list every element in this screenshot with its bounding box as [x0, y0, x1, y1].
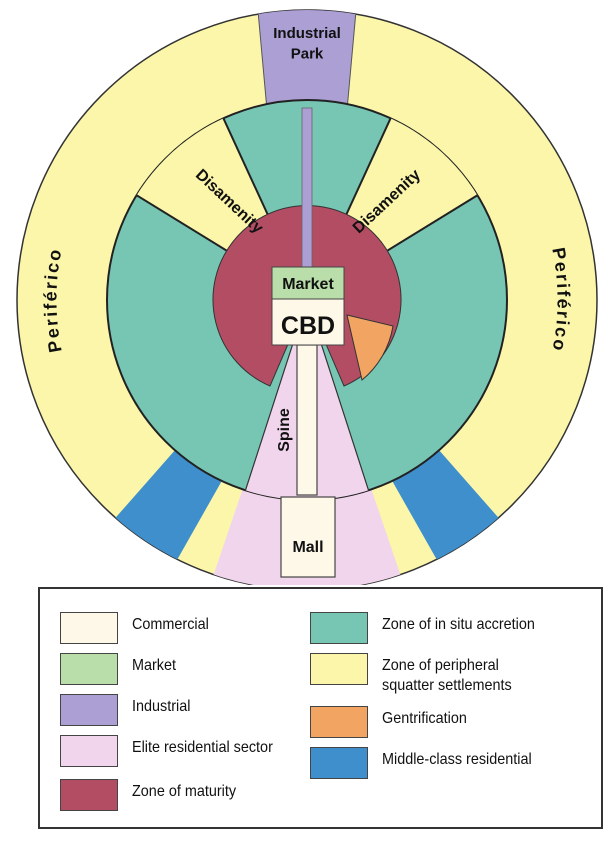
legend-swatch: [60, 735, 118, 767]
legend-swatch: [310, 706, 368, 738]
legend-label: Middle-class residential: [382, 751, 532, 768]
cbd-label: CBD: [281, 312, 335, 340]
industrial-corridor: [301, 107, 313, 269]
legend-label: Zone of maturity: [132, 783, 237, 800]
legend-item-industrial: Industrial: [60, 694, 197, 726]
legend-item-middle-class: Middle-class residential: [310, 747, 548, 779]
legend-swatch: [60, 779, 118, 811]
legend-swatch: [310, 612, 368, 644]
legend-label: Market: [132, 657, 177, 674]
periferico-left-label: Periférico: [40, 246, 65, 354]
legend-item-elite-residential: Elite residential sector: [60, 735, 289, 767]
legend-swatch: [310, 653, 368, 685]
legend-item-peripheral-squatter: Zone of peripheral squatter settlements: [310, 653, 526, 696]
legend-swatch: [60, 653, 118, 685]
legend-label: Gentrification: [382, 710, 467, 727]
gentrification-zone: [346, 314, 394, 381]
legend-item-in-situ-accretion: Zone of in situ accretion: [310, 612, 552, 644]
legend-label: Zone of in situ accretion: [382, 616, 535, 633]
spine-label: Spine: [276, 408, 293, 452]
legend-label: Zone of peripheral squatter settlements: [382, 657, 512, 694]
cbd-block: [271, 298, 345, 346]
market-block: [271, 266, 345, 300]
legend-swatch: [60, 694, 118, 726]
spine-corridor: [296, 344, 318, 496]
legend-swatch: [60, 612, 118, 644]
legend-item-zone-of-maturity: Zone of maturity: [60, 779, 248, 811]
legend: Commercial Market Industrial Elite resid…: [38, 587, 603, 829]
legend-item-commercial: Commercial: [60, 612, 217, 644]
legend-label: Elite residential sector: [132, 739, 273, 756]
market-label: Market: [282, 276, 334, 293]
periferico-right-label: Periférico: [548, 246, 573, 354]
legend-label: Industrial: [132, 698, 191, 715]
legend-swatch: [310, 747, 368, 779]
mall-block: [280, 496, 336, 578]
legend-item-gentrification: Gentrification: [310, 706, 476, 738]
legend-label: Commercial: [132, 616, 209, 633]
mall-label: Mall: [292, 539, 323, 556]
legend-item-market: Market: [60, 653, 181, 685]
